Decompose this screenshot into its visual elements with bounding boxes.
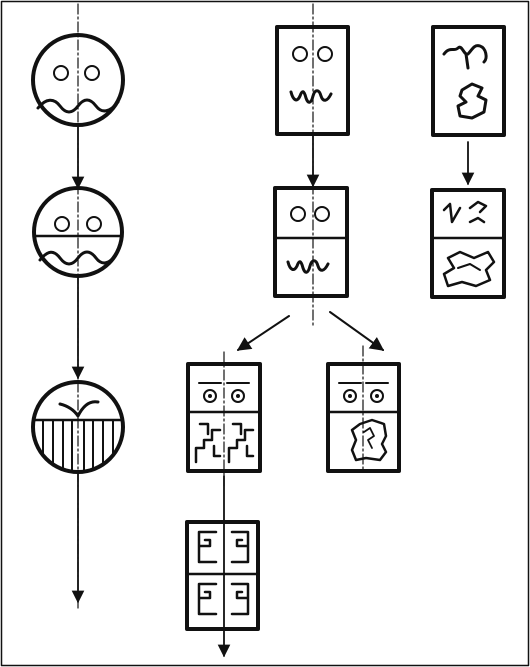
round-face-column bbox=[31, 3, 125, 609]
face-whole bbox=[31, 33, 125, 127]
rect-abstract-split bbox=[430, 188, 506, 299]
abstract-rect-column bbox=[430, 25, 506, 299]
rect-face-column bbox=[185, 3, 401, 658]
rect-face-whole bbox=[275, 25, 350, 136]
rect-spiral-quartered bbox=[185, 520, 260, 631]
rect-face-quartered-meander bbox=[186, 362, 262, 473]
rect-face-split bbox=[273, 186, 349, 298]
rect-face-single-blob bbox=[326, 362, 401, 473]
face-striped-lower bbox=[31, 380, 125, 474]
rect-abstract-whole bbox=[431, 25, 506, 137]
arrow-middle-left bbox=[236, 315, 290, 351]
face-split-horizontal bbox=[32, 186, 124, 278]
arrow-middle-right bbox=[329, 311, 385, 351]
